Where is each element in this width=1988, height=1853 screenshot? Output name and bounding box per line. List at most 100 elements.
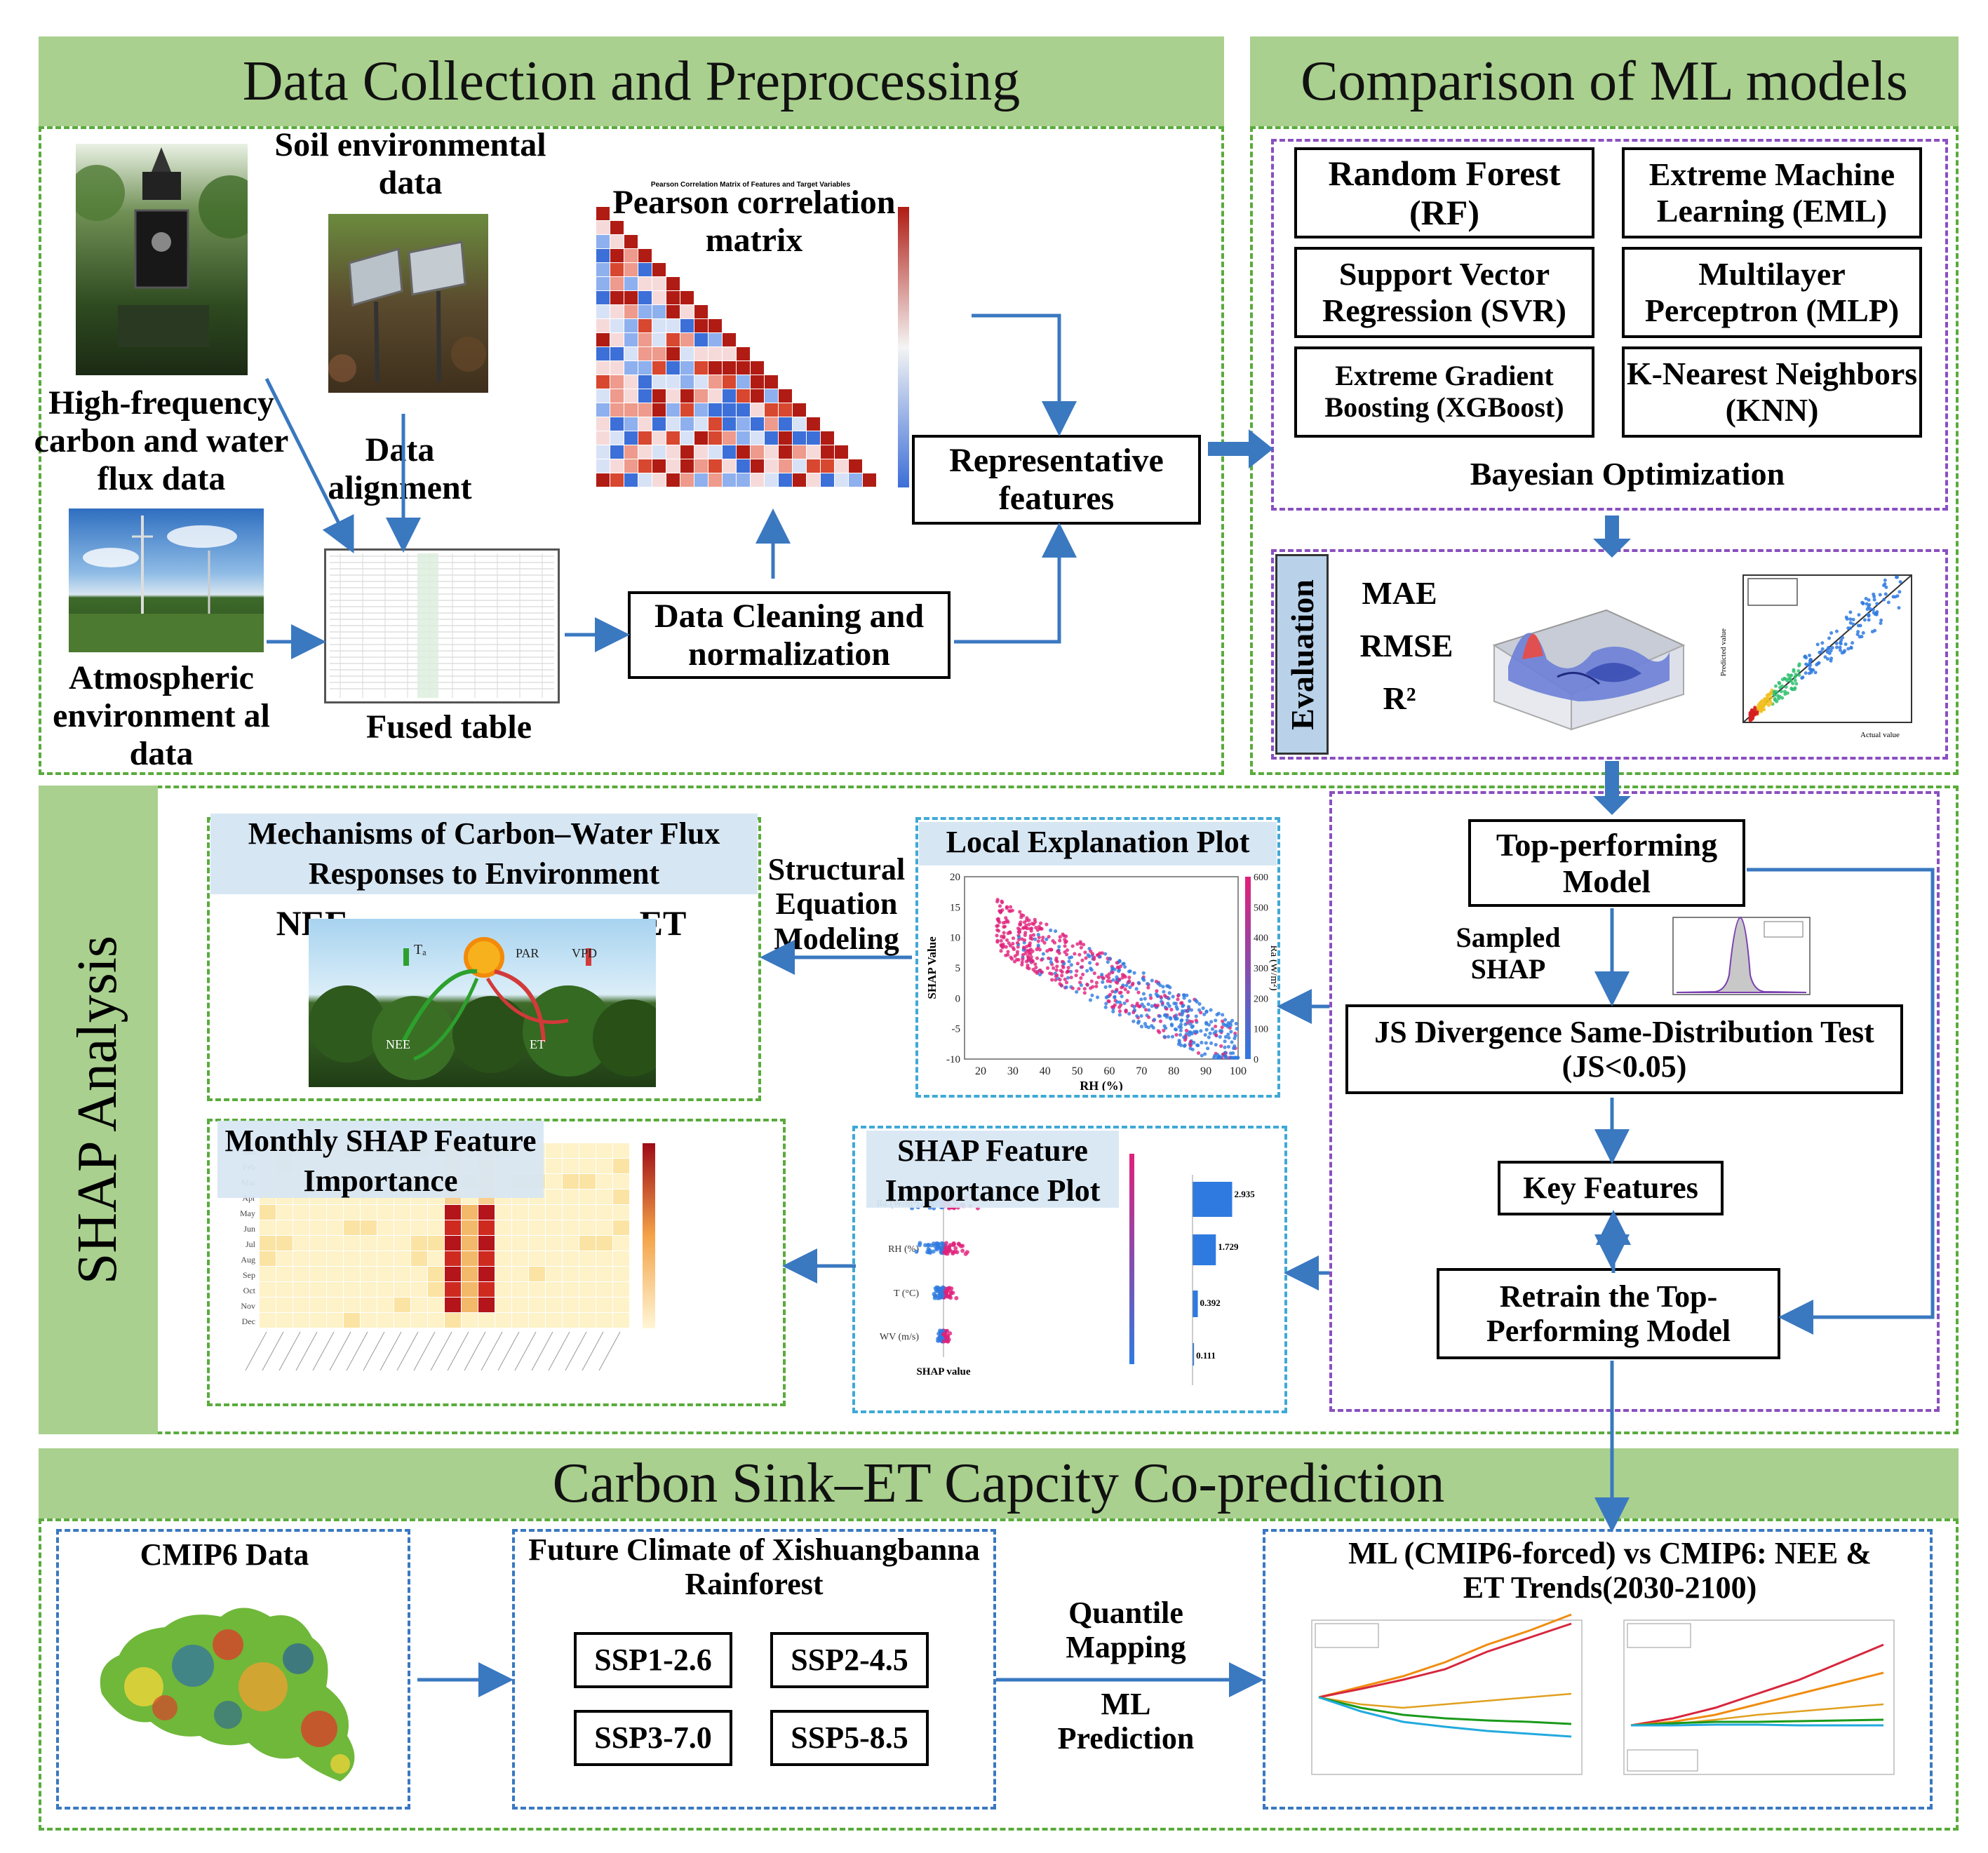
- svg-text:Sep: Sep: [243, 1270, 255, 1280]
- svg-text:Dec: Dec: [242, 1316, 255, 1326]
- data-cleaning-box: Data Cleaning and normalization: [628, 591, 951, 679]
- key-features-box: Key Features: [1498, 1161, 1724, 1215]
- scatter-ylabel: Predicted value: [1719, 628, 1728, 676]
- pearson-label: Pearson correlation matrix: [612, 184, 896, 259]
- svg-text:50: 50: [1072, 1065, 1083, 1077]
- svg-text:Oct: Oct: [243, 1286, 256, 1295]
- models-panel: [1271, 139, 1948, 511]
- svg-text:500: 500: [1254, 903, 1268, 913]
- model-xgb-box: Extreme Gradient Boosting (XGBoost): [1294, 346, 1594, 438]
- cmip6-map: [88, 1589, 382, 1788]
- svg-text:400: 400: [1254, 934, 1268, 944]
- future-climate-panel: [512, 1529, 996, 1810]
- svg-text:Jul: Jul: [246, 1239, 256, 1249]
- shap-workflow-panel: [1329, 791, 1940, 1412]
- metric-rmse: RMSE: [1359, 628, 1453, 663]
- svg-text:Nov: Nov: [241, 1301, 255, 1311]
- rainforest-diagram-image: Tₐ PAR VPD NEE ET: [309, 919, 656, 1087]
- quantile-mapping-label: Quantile Mapping: [1066, 1596, 1186, 1665]
- trend-chart-nee: [1291, 1606, 1585, 1792]
- importance-title: SHAP Feature Importance Plot: [866, 1131, 1119, 1208]
- metric-mae: MAE: [1362, 575, 1437, 611]
- svg-text:15: 15: [950, 902, 960, 913]
- svg-text:60: 60: [1103, 1065, 1115, 1077]
- svg-text:0: 0: [955, 993, 961, 1004]
- svg-text:600: 600: [1254, 872, 1268, 883]
- svg-text:20: 20: [975, 1065, 986, 1077]
- ssp126-box: SSP1-2.6: [574, 1632, 732, 1688]
- svg-text:10: 10: [950, 933, 960, 944]
- coprediction-panel: [39, 1518, 1959, 1831]
- svg-text:NEE: NEE: [386, 1037, 410, 1051]
- scatter-plot-image: Actual value Predicted value: [1712, 565, 1922, 743]
- svg-text:100: 100: [1230, 1065, 1247, 1077]
- svg-text:Tₐ: Tₐ: [414, 942, 427, 957]
- svg-text:300: 300: [1254, 964, 1268, 974]
- metric-r2: R²: [1383, 680, 1416, 716]
- scatter-xlabel: Actual value: [1860, 731, 1900, 739]
- model-knn-box: K-Nearest Neighbors (KNN): [1622, 346, 1922, 438]
- section-header-comparison: Comparison of ML models: [1250, 36, 1959, 126]
- fused-table-label: Fused table: [365, 708, 532, 746]
- svg-text:100: 100: [1254, 1025, 1268, 1035]
- pearson-matrix-image: [575, 179, 912, 501]
- soil-data-label: Soil environmental data: [274, 126, 546, 201]
- svg-text:Ra (W/m²): Ra (W/m²): [1268, 945, 1277, 991]
- svg-text:200: 200: [1254, 994, 1268, 1004]
- pearson-small-title: Pearson Correlation Matrix of Features a…: [650, 181, 851, 189]
- ssp245-box: SSP2-4.5: [770, 1632, 929, 1688]
- svg-text:ET: ET: [530, 1037, 545, 1051]
- section-header-shap: SHAP Analysis: [67, 935, 129, 1285]
- atmospheric-data-label: Atmospheric environment al data: [53, 659, 270, 772]
- local-explanation-title: Local Explanation Plot: [919, 822, 1277, 865]
- evaluation-label: Evaluation: [1284, 579, 1320, 730]
- representative-features-box: Representative features: [912, 435, 1201, 525]
- svg-text:RH (%): RH (%): [888, 1244, 919, 1255]
- svg-text:May: May: [240, 1208, 255, 1218]
- svg-text:2.935: 2.935: [1234, 1189, 1255, 1199]
- surface-plot-image: [1480, 561, 1691, 736]
- model-mlp-box: Multilayer Perceptron (MLP): [1622, 247, 1922, 338]
- soil-sensor-photo: [328, 214, 488, 393]
- cmip6-panel: [56, 1529, 410, 1810]
- sem-label: Structural Equation Modeling: [767, 852, 906, 956]
- cmip6-label: CMIP6 Data: [140, 1537, 309, 1572]
- svg-text:RH (%): RH (%): [1080, 1079, 1123, 1091]
- top-model-box: Top-performing Model: [1468, 819, 1745, 907]
- svg-text:40: 40: [1040, 1065, 1051, 1077]
- svg-text:-5: -5: [952, 1024, 961, 1035]
- flux-tower-photo: [76, 144, 248, 375]
- atmospheric-station-photo: [69, 508, 264, 652]
- ssp370-box: SSP3-7.0: [574, 1710, 732, 1766]
- svg-text:Jun: Jun: [243, 1224, 255, 1234]
- mechanisms-title: Mechanisms of Carbon–Water Flux Response…: [210, 814, 758, 894]
- svg-text:PAR: PAR: [516, 946, 539, 960]
- svg-text:WV (m/s): WV (m/s): [880, 1332, 919, 1342]
- svg-text:0.392: 0.392: [1200, 1298, 1221, 1308]
- section-header-data-collection: Data Collection and Preprocessing: [39, 36, 1224, 126]
- data-alignment-label: Data alignment: [328, 431, 472, 506]
- shap-side-band: SHAP Analysis: [39, 786, 158, 1434]
- flux-data-label: High-frequency carbon and water flux dat…: [34, 384, 289, 497]
- retrain-box: Retrain the Top-Performing Model: [1437, 1268, 1780, 1359]
- trend-chart-et: [1603, 1606, 1898, 1792]
- svg-text:0.111: 0.111: [1196, 1350, 1216, 1361]
- svg-text:20: 20: [950, 872, 960, 883]
- svg-text:30: 30: [1007, 1065, 1019, 1077]
- svg-text:SHAP value: SHAP value: [916, 1366, 970, 1377]
- svg-text:1.729: 1.729: [1218, 1241, 1239, 1252]
- model-rf-box: Random Forest (RF): [1294, 147, 1594, 238]
- svg-text:-10: -10: [946, 1054, 960, 1065]
- future-climate-label: Future Climate of Xishuangbanna Rainfore…: [528, 1532, 980, 1602]
- section-header-coprediction: Carbon Sink–ET Capcity Co-prediction: [39, 1448, 1959, 1518]
- svg-text:Aug: Aug: [241, 1255, 255, 1265]
- svg-text:80: 80: [1168, 1065, 1179, 1077]
- monthly-shap-title: Monthly SHAP Feature Importance: [217, 1121, 544, 1198]
- svg-text:T (°C): T (°C): [894, 1288, 919, 1299]
- model-eml-box: Extreme Machine Learning (EML): [1622, 147, 1922, 238]
- svg-text:VPD: VPD: [572, 946, 597, 960]
- trends-label: ML (CMIP6-forced) vs CMIP6: NEE & ET Tre…: [1348, 1536, 1872, 1605]
- svg-text:0: 0: [1254, 1055, 1258, 1065]
- bayesian-optimization-label: Bayesian Optimization: [1470, 456, 1785, 492]
